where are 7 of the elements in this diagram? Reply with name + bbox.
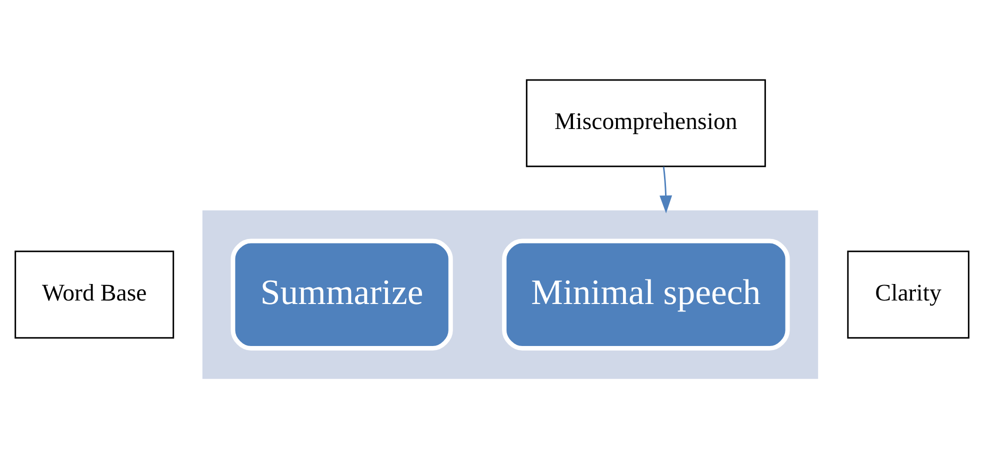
arrow [660,166,672,214]
node-box: Summarize [230,238,453,351]
cluster [202,210,818,379]
node-box: Word Base [14,250,174,339]
node-box: Miscomprehension [526,79,766,168]
node-box: Minimal speech [502,238,790,351]
node-box: Clarity [847,250,970,339]
